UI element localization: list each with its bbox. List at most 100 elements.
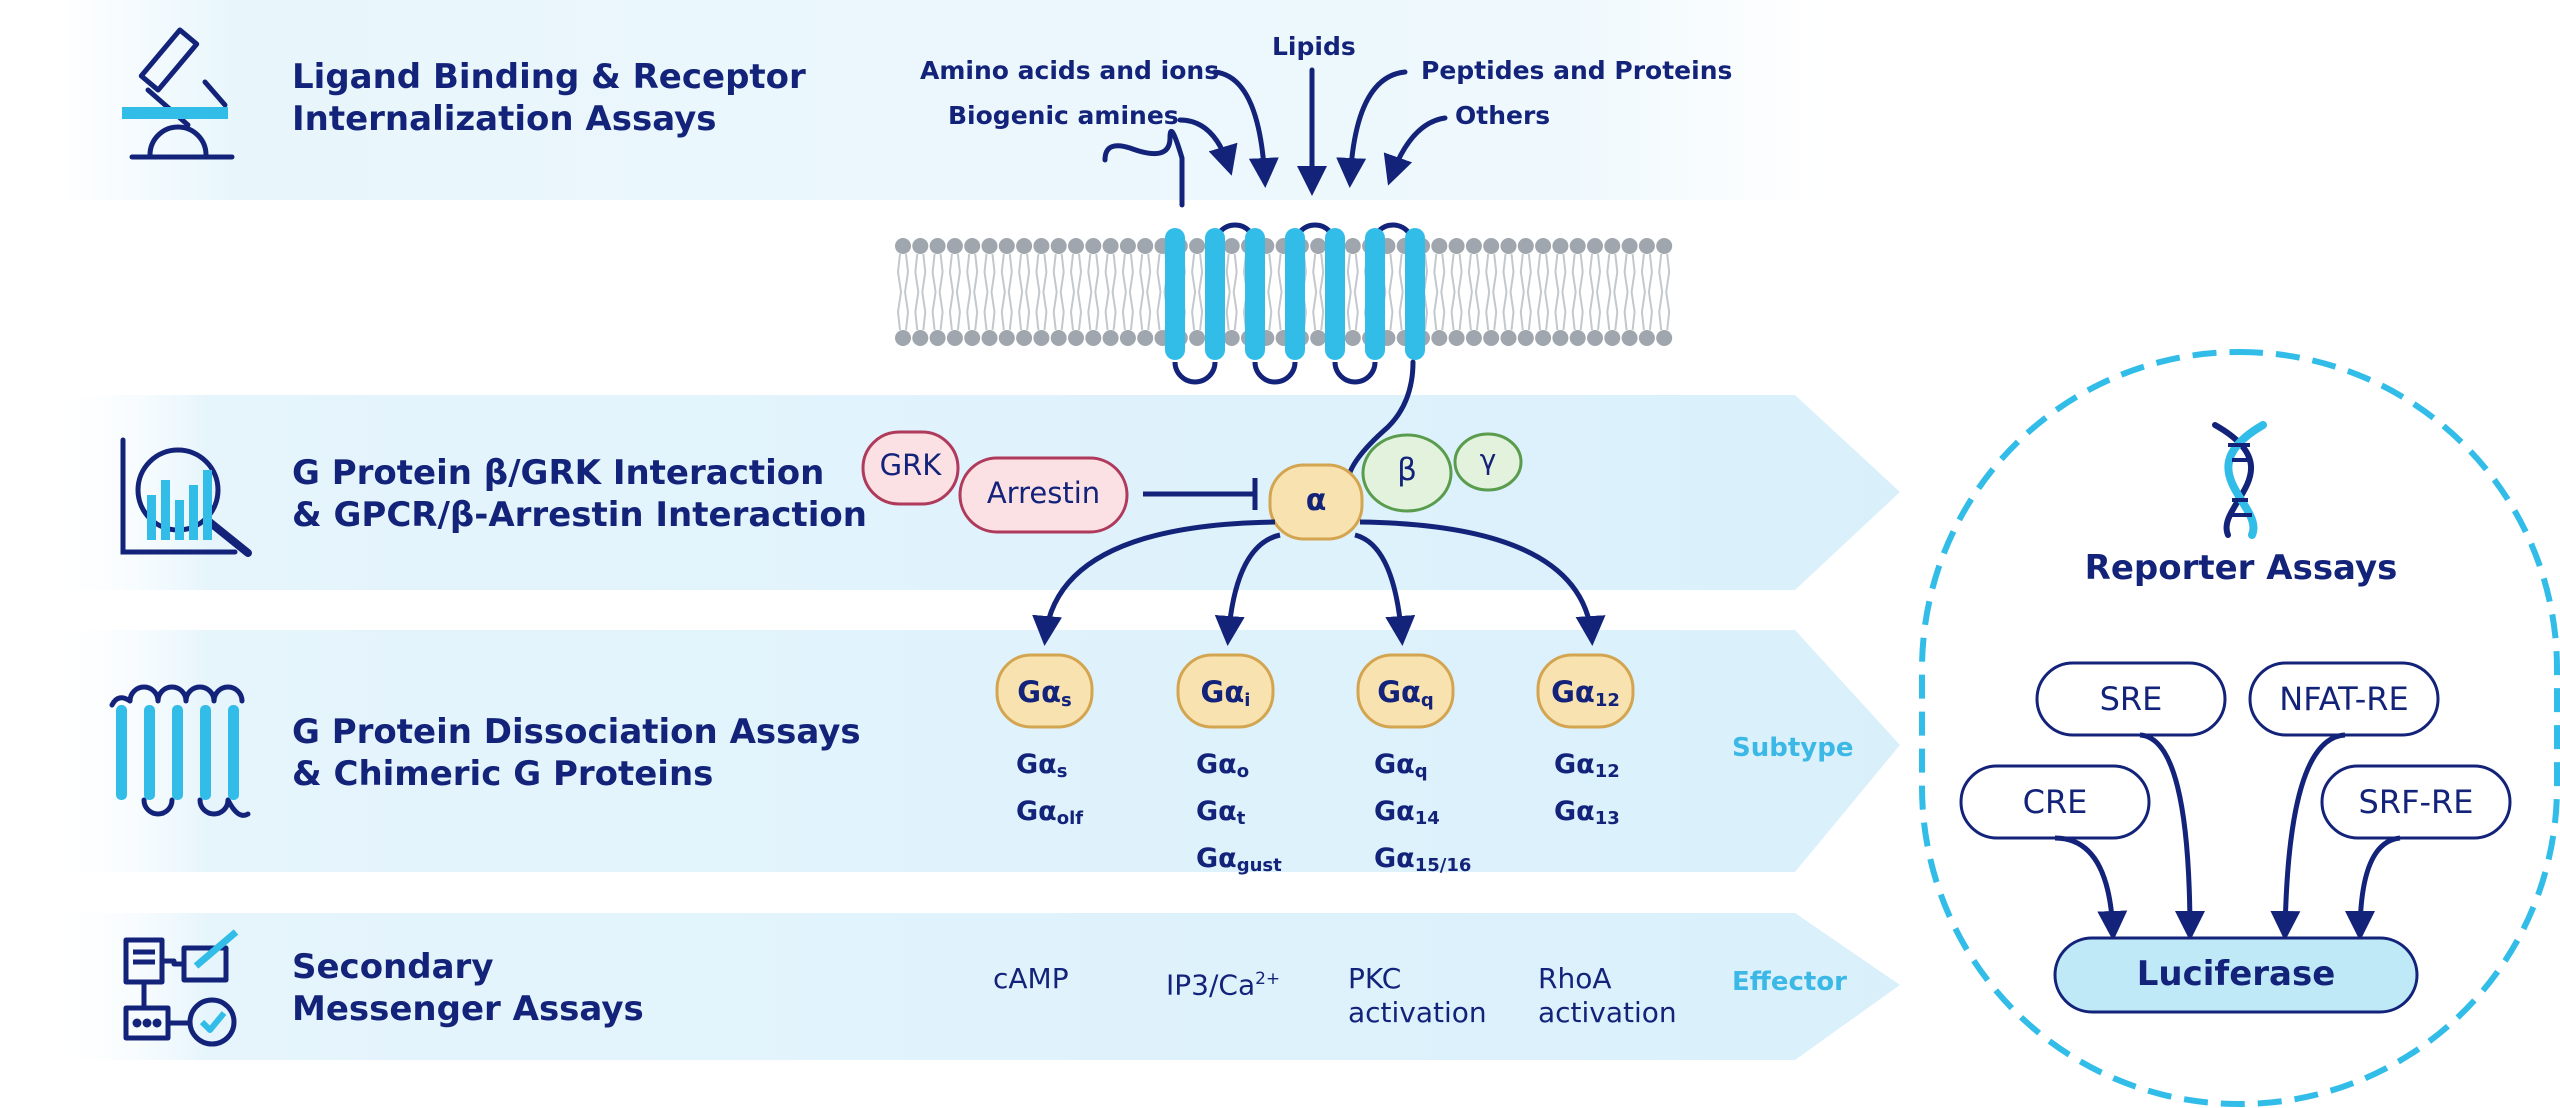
assay-ligand-binding-line2: Internalization Assays (292, 99, 717, 139)
helix (1165, 228, 1185, 360)
subtype-node-gq (1356, 653, 1455, 729)
lipid-head (1638, 330, 1655, 346)
lipid-head (1119, 330, 1136, 346)
subtype-gi-base: Gα (1200, 675, 1245, 709)
lipid-tail (1571, 253, 1584, 293)
reporter-sre-label: SRE (2099, 680, 2163, 718)
lipid-tail (931, 291, 944, 331)
lipid-head (1310, 330, 1327, 346)
lipid-head (1587, 330, 1603, 346)
ligand-lipids: Lipids (1272, 32, 1356, 61)
dna-icon (2212, 421, 2267, 539)
lipid-tail (1588, 253, 1602, 293)
gamma-label: γ (1479, 443, 1497, 476)
member-item: Gα14 (1374, 796, 1440, 829)
ligand-others: Others (1455, 101, 1551, 130)
lipid-tail (1502, 253, 1515, 293)
lipid-tail (1433, 291, 1446, 331)
arrow-biogenic-amines (1177, 117, 1238, 176)
receptor-loop (1332, 361, 1378, 385)
lipid-head (1310, 238, 1327, 254)
alpha-label: α (1305, 483, 1327, 518)
lipid-head (1016, 238, 1033, 254)
lipid-tail (1537, 291, 1550, 331)
subtype-gs-sub: s (1061, 690, 1072, 711)
lipid-tail (1346, 291, 1359, 331)
lipid-head (1569, 330, 1586, 346)
lipid-head (1033, 330, 1050, 346)
lipid-tail (1658, 291, 1671, 331)
receptor-loop (1172, 361, 1218, 385)
subtype-label-gs: Gαs (997, 672, 1092, 721)
assay-g-protein-dissociation: G Protein Dissociation Assays & Chimeric… (292, 711, 861, 795)
assay-secondary-messenger: Secondary Messenger Assays (292, 946, 644, 1030)
subtype-gq-sub: q (1420, 690, 1434, 711)
subtype-members-gi: Gαo Gαt Gαgust (1196, 745, 1282, 886)
lipid-tail (1485, 253, 1498, 293)
grk-label: GRK (879, 448, 942, 482)
effector-ip3: IP3/Ca2+ (1166, 968, 1281, 1002)
receptor-c-terminus (1345, 359, 1416, 485)
lipid-tail (966, 291, 979, 331)
lipid-head (1102, 238, 1119, 254)
lipid-head (1656, 330, 1673, 346)
reporter-nfat-label: NFAT-RE (2279, 680, 2409, 718)
assay-g-protein-dissociation-line2: & Chimeric G Proteins (292, 754, 714, 794)
lipid-tail (1519, 291, 1532, 331)
reporter-cre-label: CRE (2022, 783, 2088, 821)
lipid-tail (1571, 291, 1584, 331)
lipid-tail (1312, 291, 1325, 331)
row-tag-effector: Effector (1732, 967, 1847, 997)
lipid-tail (914, 291, 927, 331)
lipid-head (1033, 238, 1050, 254)
lipid-tail (1018, 253, 1031, 293)
assay-g-protein-interaction-line1: G Protein β/GRK Interaction (292, 453, 825, 493)
lipid-tail (1035, 253, 1048, 293)
lipid-head (1448, 238, 1465, 254)
lipid-tail (1450, 253, 1463, 293)
assay-secondary-messenger-line1: Secondary (292, 947, 494, 987)
lipid-tail (896, 253, 910, 293)
lipid-tail (1225, 253, 1238, 293)
effector-pkc-line1: PKC (1348, 962, 1402, 995)
subtype-node-gi (1176, 653, 1275, 729)
subtype-members-gq: Gαq Gα14 Gα15/16 (1374, 745, 1471, 886)
subtype-gs-base: Gα (1017, 675, 1061, 709)
subtype-members-g12: Gα12 Gα13 (1554, 745, 1620, 839)
lipid-head (981, 330, 998, 346)
lipid-tail (1191, 253, 1204, 293)
lipid-head (1517, 238, 1534, 254)
lipid-head (1223, 238, 1240, 254)
lipid-tail (1104, 253, 1117, 293)
arrow-amino-acids (1212, 69, 1279, 188)
helix (1205, 228, 1225, 360)
lipid-tail (1191, 291, 1204, 331)
lipid-tail (1018, 291, 1031, 331)
member-item: Gαo (1196, 749, 1250, 782)
lipid-tail (1346, 253, 1359, 293)
band-ligand-binding (60, 0, 1820, 200)
effector-pkc: PKC activation (1348, 962, 1487, 1030)
lipid-tail (1658, 253, 1671, 293)
lipid-head (1137, 330, 1154, 346)
lipid-head (1604, 238, 1621, 254)
lipid-tail (1502, 291, 1515, 331)
lipid-head (1604, 330, 1621, 346)
subtype-g12-base: Gα (1551, 675, 1595, 709)
ligand-peptides: Peptides and Proteins (1421, 56, 1733, 85)
member-item: Gα15/16 (1374, 843, 1472, 876)
lipid-head (1587, 238, 1603, 254)
lipid-tail (1139, 291, 1152, 331)
reporter-element-srf (2320, 764, 2512, 840)
subtype-gi-sub: i (1244, 690, 1251, 711)
lipid-head (1102, 330, 1119, 346)
lipid-head (1050, 238, 1067, 254)
lipid-head (1119, 238, 1136, 254)
subtype-node-g12 (1536, 653, 1635, 729)
receptor-loop (1252, 361, 1298, 385)
lipid-head (895, 238, 911, 254)
subtype-label-gq: Gαq (1358, 672, 1453, 721)
member-item: Gαgust (1196, 843, 1282, 876)
lipid-head (1500, 238, 1517, 254)
lipid-head (1552, 330, 1569, 346)
